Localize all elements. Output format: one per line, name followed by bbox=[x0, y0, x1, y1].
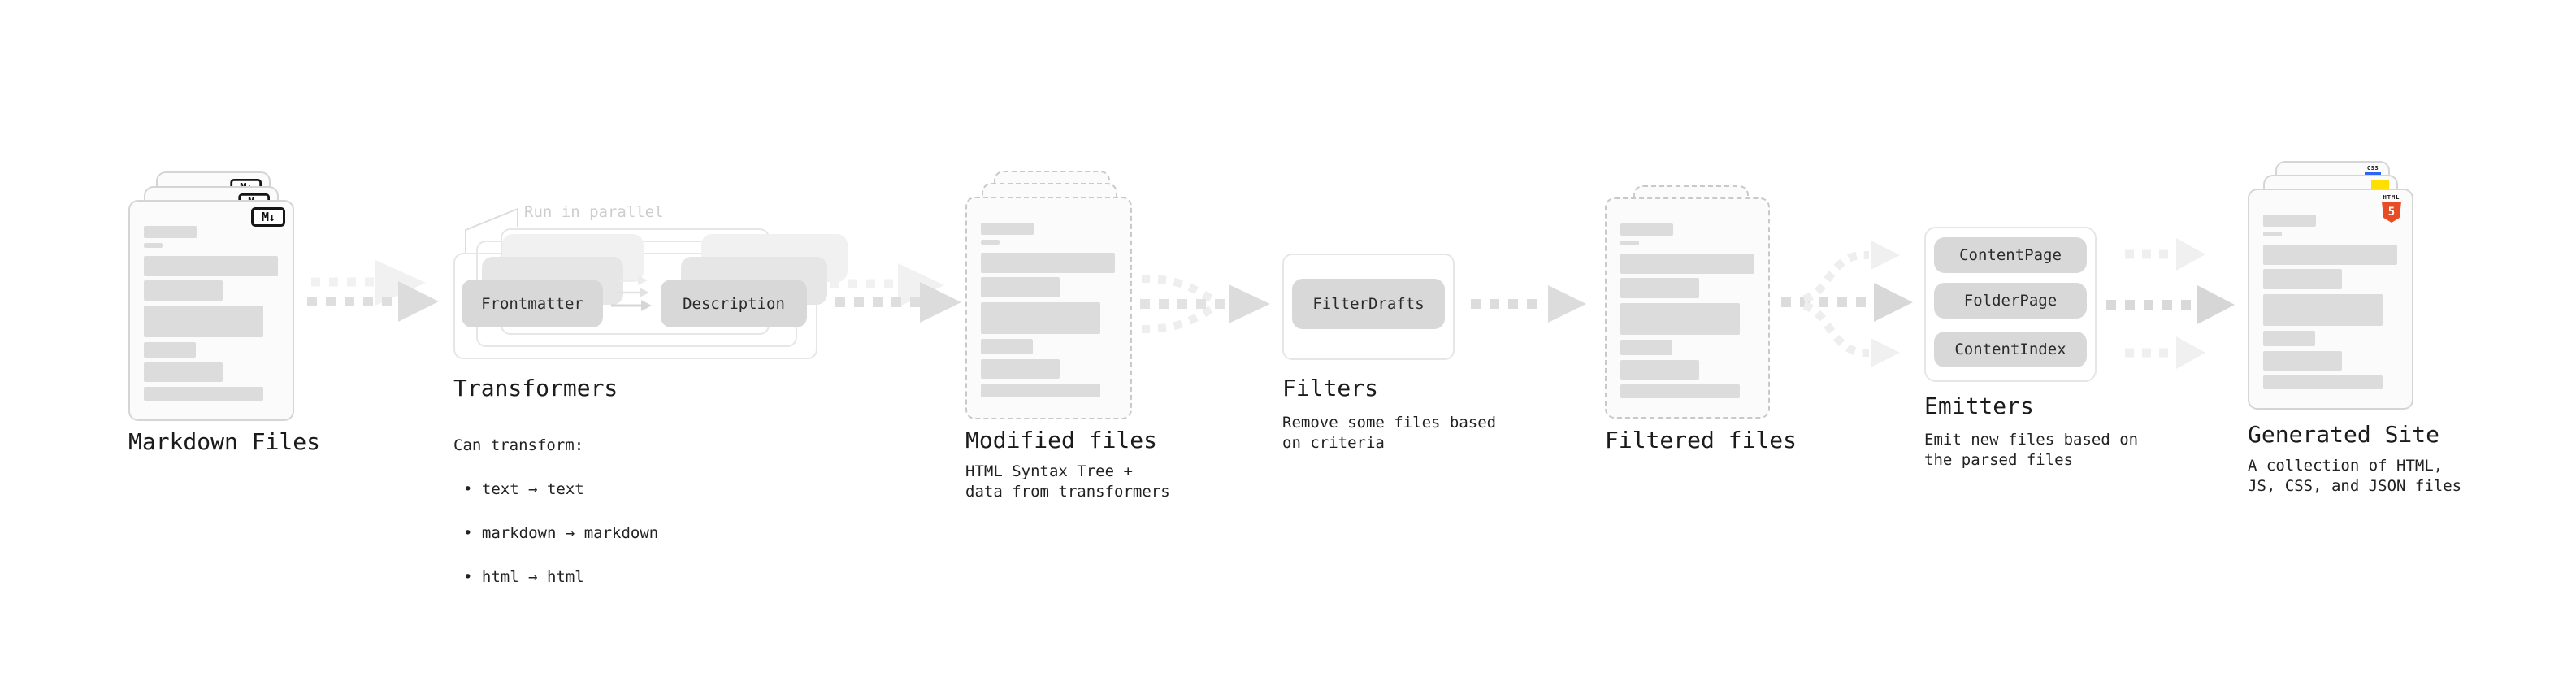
content-line bbox=[1620, 223, 1673, 236]
content-line bbox=[1620, 384, 1740, 398]
modified-files-description: HTML Syntax Tree + data from transformer… bbox=[965, 462, 1170, 501]
modified-file-card-front bbox=[965, 197, 1132, 419]
filterdrafts-box: FilterDrafts bbox=[1292, 279, 1445, 329]
contentindex-box: ContentIndex bbox=[1934, 332, 2087, 367]
content-line bbox=[144, 306, 263, 337]
folderpage-box: FolderPage bbox=[1934, 283, 2087, 319]
run-in-parallel-note: Run in parallel bbox=[524, 203, 664, 221]
content-line bbox=[1620, 278, 1699, 298]
content-line bbox=[981, 302, 1100, 334]
generated-site-description: A collection of HTML, JS, CSS, and JSON … bbox=[2248, 457, 2462, 495]
css-icon-underline bbox=[2365, 172, 2381, 175]
content-line bbox=[2263, 215, 2316, 227]
content-line bbox=[981, 277, 1060, 297]
html5-icon: HTML 5 bbox=[2381, 194, 2402, 223]
content-line bbox=[144, 280, 223, 301]
css-icon-label: CSS bbox=[2366, 165, 2379, 171]
css-file-icon: CSS bbox=[2365, 166, 2381, 175]
transform-bullet: • html → html bbox=[463, 568, 584, 586]
content-line bbox=[144, 256, 278, 276]
html5-icon-label: HTML bbox=[2383, 194, 2400, 201]
content-line bbox=[981, 359, 1060, 379]
content-line bbox=[1620, 303, 1740, 335]
generated-site-label: Generated Site bbox=[2248, 421, 2440, 448]
markdown-icon: M↓ bbox=[251, 207, 285, 227]
contentpage-box: ContentPage bbox=[1934, 237, 2087, 273]
description-box: Description bbox=[661, 280, 807, 327]
content-line bbox=[1620, 360, 1699, 380]
arrow-emitters-to-generated bbox=[2106, 238, 2235, 369]
transformers-label: Transformers bbox=[453, 375, 618, 401]
content-line bbox=[144, 243, 163, 248]
file-content-placeholder bbox=[2249, 190, 2412, 408]
content-line bbox=[981, 223, 1034, 235]
content-line bbox=[2263, 245, 2397, 265]
content-line bbox=[144, 387, 263, 401]
file-content-placeholder bbox=[130, 202, 293, 419]
content-line bbox=[981, 240, 1000, 245]
arrow-filtered-to-emitters-fan-out bbox=[1781, 241, 1913, 367]
markdown-file-card-front: M↓ bbox=[128, 200, 294, 421]
transform-bullet: • markdown → markdown bbox=[463, 524, 659, 542]
content-line bbox=[2263, 351, 2342, 371]
file-content-placeholder bbox=[1607, 199, 1768, 417]
content-line bbox=[144, 362, 223, 382]
content-line bbox=[2263, 269, 2342, 289]
filters-label: Filters bbox=[1282, 375, 1379, 401]
modified-files-label: Modified files bbox=[965, 427, 1158, 453]
markdown-files-label: Markdown Files bbox=[128, 428, 321, 455]
content-line bbox=[144, 342, 196, 358]
content-line bbox=[2263, 294, 2383, 326]
content-line bbox=[1620, 340, 1672, 355]
content-line bbox=[981, 384, 1100, 397]
file-content-placeholder bbox=[967, 198, 1130, 418]
generated-file-card-front: HTML 5 bbox=[2248, 189, 2413, 410]
content-line bbox=[981, 339, 1033, 354]
arrow-markdown-to-transformers bbox=[307, 260, 439, 322]
can-transform-title: Can transform: bbox=[453, 436, 584, 454]
filtered-files-label: Filtered files bbox=[1605, 427, 1798, 453]
filters-description: Remove some files based on criteria bbox=[1282, 414, 1497, 452]
content-line bbox=[981, 253, 1115, 273]
content-line bbox=[2263, 331, 2315, 346]
filtered-file-card-front bbox=[1605, 197, 1770, 419]
emitters-label: Emitters bbox=[1924, 393, 2034, 419]
emitters-description: Emit new files based on the parsed files bbox=[1924, 431, 2139, 469]
frontmatter-box: Frontmatter bbox=[462, 280, 603, 327]
content-line bbox=[144, 226, 197, 238]
arrow-modified-to-filters-fan-in bbox=[1140, 275, 1270, 333]
transform-bullet: • text → text bbox=[463, 480, 584, 498]
content-line bbox=[2263, 375, 2383, 389]
content-line bbox=[1620, 254, 1754, 274]
arrow-filters-to-filtered bbox=[1471, 285, 1586, 323]
content-line bbox=[1620, 241, 1639, 245]
transformers-description: Can transform: • text → text • markdown … bbox=[453, 413, 658, 610]
content-line bbox=[2263, 232, 2282, 236]
arrow-transformers-to-modified bbox=[830, 263, 961, 323]
